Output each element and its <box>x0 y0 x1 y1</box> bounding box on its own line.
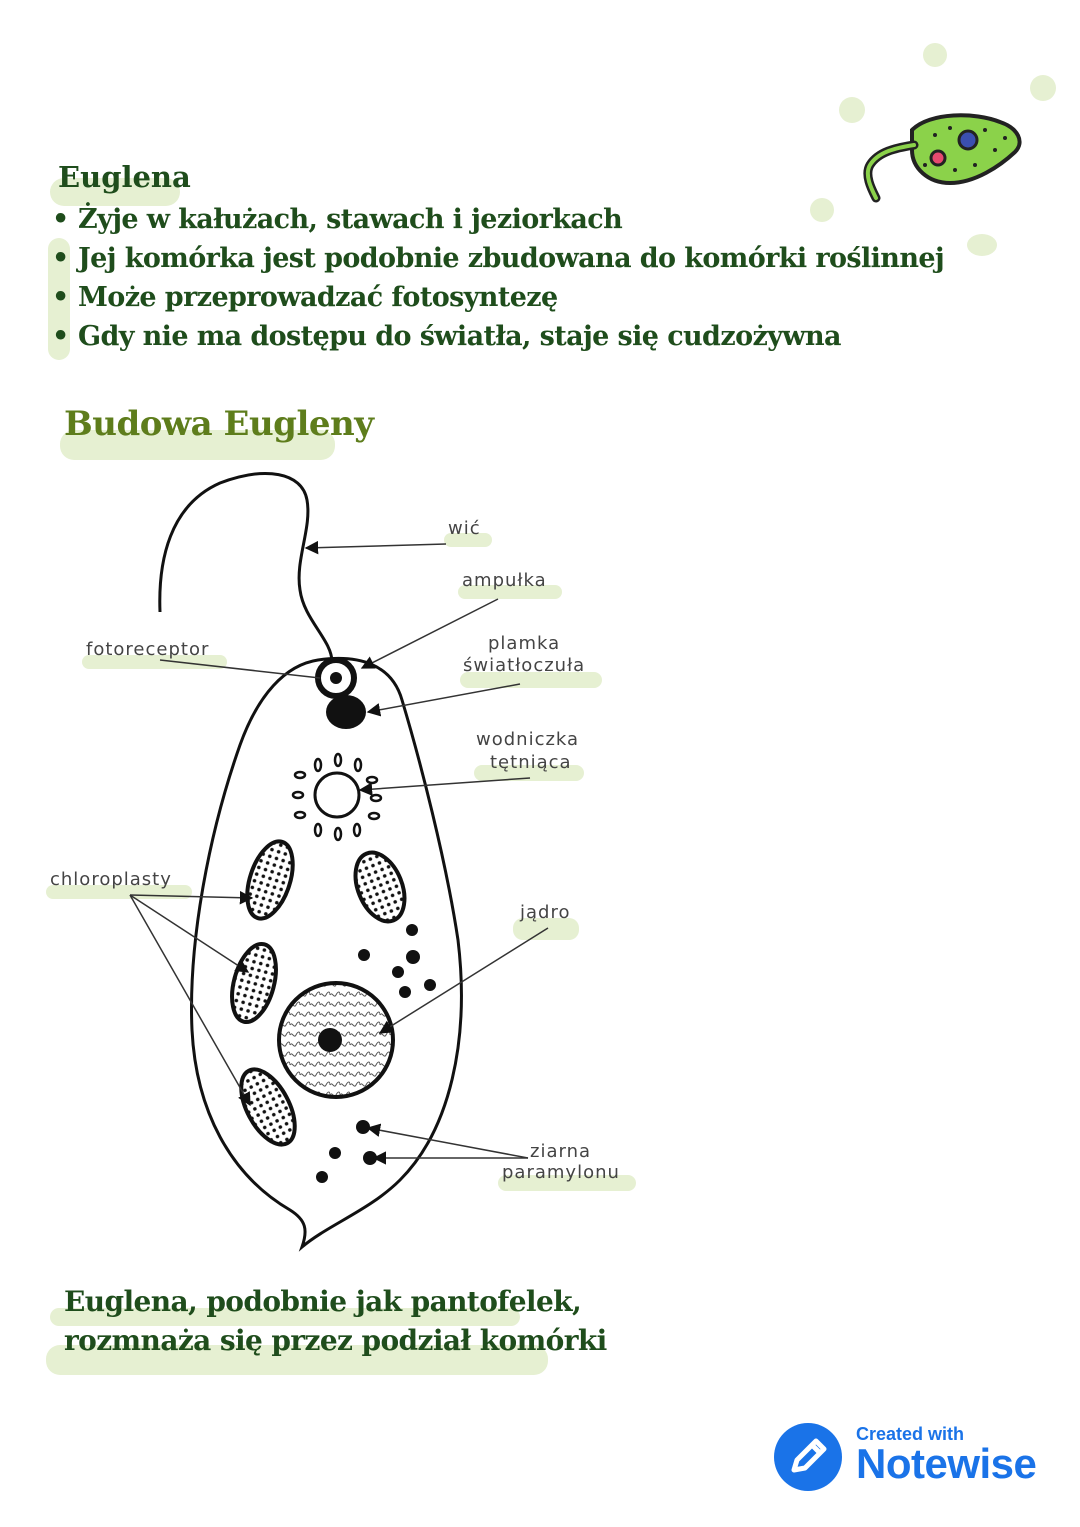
pointer-ampulla <box>360 598 499 669</box>
pointer-photoreceptor <box>159 659 321 679</box>
footer-text: Euglena, podobnie jak pantofelek, rozmna… <box>64 1282 607 1360</box>
label-photoreceptor: fotoreceptor <box>86 639 209 660</box>
euglena-doodle-icon <box>810 43 1056 256</box>
list-item: • Może przeprowadzać fotosyntezę <box>52 278 944 317</box>
decorative-dots <box>810 43 1056 256</box>
brand-name: Notewise <box>856 1440 1037 1487</box>
bullet-text: Jej komórka jest podobnie zbudowana do k… <box>78 243 945 274</box>
label-vacuole-line2: tętniąca <box>490 752 572 773</box>
pointer-nucleus <box>378 927 549 1034</box>
label-paramylon-line1: ziarna <box>530 1141 591 1162</box>
footer-line-2: rozmnaża się przez podział komórki <box>64 1324 607 1357</box>
label-flagellum: wić <box>448 518 481 539</box>
bullets-highlight <box>48 238 70 360</box>
footer-highlight <box>46 1345 548 1375</box>
bullet-dot: • <box>52 282 69 313</box>
intro-bullet-list: • Żyje w kałużach, stawach i jeziorkach •… <box>52 200 945 356</box>
notewise-brand[interactable]: Created with Notewise <box>772 1420 1052 1495</box>
label-eyespot-line2: światłoczuła <box>463 655 585 676</box>
footer-highlight-top <box>50 1308 520 1326</box>
label-paramylon-line2: paramylonu <box>502 1162 620 1183</box>
section-title-highlight <box>60 430 335 460</box>
chloroplasts <box>230 839 407 1147</box>
eyespot <box>326 695 366 729</box>
pointer-eyespot <box>366 683 521 717</box>
list-item: • Jej komórka jest podobnie zbudowana do … <box>52 239 945 278</box>
section-title: Budowa Eugleny <box>64 404 374 444</box>
label-ampulla: ampułka <box>462 570 547 591</box>
bullet-dot: • <box>52 321 69 352</box>
pointer-chloroplast-2 <box>129 894 250 973</box>
contractile-vacuole <box>291 752 383 842</box>
bullet-text: Gdy nie ma dostępu do światła, staje się… <box>78 321 841 352</box>
nucleus <box>277 981 395 1099</box>
footer-line-1: Euglena, podobnie jak pantofelek, <box>64 1285 582 1318</box>
pointer-chloroplast-1 <box>129 890 254 905</box>
list-item: • Gdy nie ma dostępu do światła, staje si… <box>52 317 944 356</box>
label-vacuole-line1: wodniczka <box>476 729 579 750</box>
pointer-chloroplast-3 <box>129 894 251 1107</box>
brand-small-text: Created with <box>856 1424 965 1444</box>
title-highlight <box>50 178 180 206</box>
flagellum <box>158 472 334 663</box>
pointer-vacuole <box>358 777 531 796</box>
label-nucleus: jądro <box>519 902 570 923</box>
bullet-text: Żyje w kałużach, stawach i jeziorkach <box>78 204 623 235</box>
bullet-dot: • <box>52 204 69 235</box>
label-chloroplasts: chloroplasty <box>50 869 172 890</box>
notewise-logo-icon <box>774 1423 842 1491</box>
cell-body <box>190 656 463 1252</box>
bullet-text: Może przeprowadzać fotosyntezę <box>78 282 558 313</box>
bullet-dot: • <box>52 243 69 274</box>
pointer-paramylon-1 <box>366 1123 529 1159</box>
intro-title: Euglena <box>58 160 191 194</box>
label-eyespot-line1: plamka <box>488 633 560 654</box>
list-item: • Żyje w kałużach, stawach i jeziorkach <box>52 200 944 239</box>
pointer-flagellum <box>304 540 447 555</box>
